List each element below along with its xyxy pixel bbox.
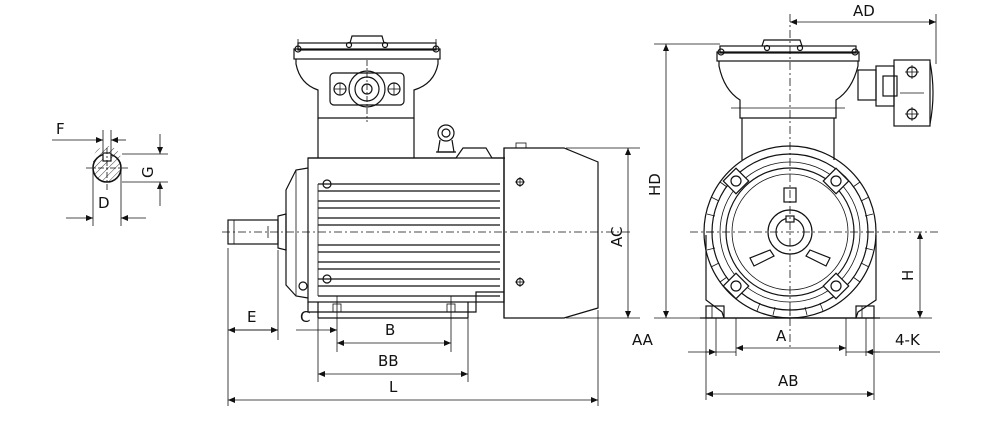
label-AB: AB (778, 372, 799, 390)
label-F: F (56, 120, 65, 138)
label-B: B (385, 321, 395, 339)
label-4-K: 4-K (895, 331, 921, 349)
side-lifting-eye (436, 124, 456, 153)
label-AD: AD (853, 2, 875, 20)
side-fan-cover (503, 142, 599, 319)
side-dimensions: E C B BB L AC (227, 147, 640, 406)
label-H: H (899, 270, 917, 281)
motor-side-view: E C B BB L AC (222, 35, 640, 406)
end-bolt-lugs (722, 167, 850, 300)
end-frame (690, 14, 940, 348)
label-E: E (247, 308, 256, 326)
side-shaft (222, 213, 630, 251)
label-L: L (389, 378, 398, 396)
label-HD: HD (646, 173, 664, 196)
label-AC: AC (608, 227, 626, 247)
end-terminal-box (716, 39, 934, 160)
side-terminal-box (293, 35, 441, 158)
label-G: G (139, 166, 157, 178)
label-D: D (98, 194, 110, 212)
end-dimensions: AD HD H A AA (632, 2, 940, 400)
motor-end-view: AD HD H A AA (632, 2, 940, 400)
label-A: A (776, 327, 787, 345)
side-motor-body (285, 147, 505, 352)
label-BB: BB (378, 352, 399, 370)
shaft-cross-section: F G D (52, 120, 168, 226)
label-AA: AA (632, 331, 654, 349)
label-C: C (300, 308, 310, 326)
